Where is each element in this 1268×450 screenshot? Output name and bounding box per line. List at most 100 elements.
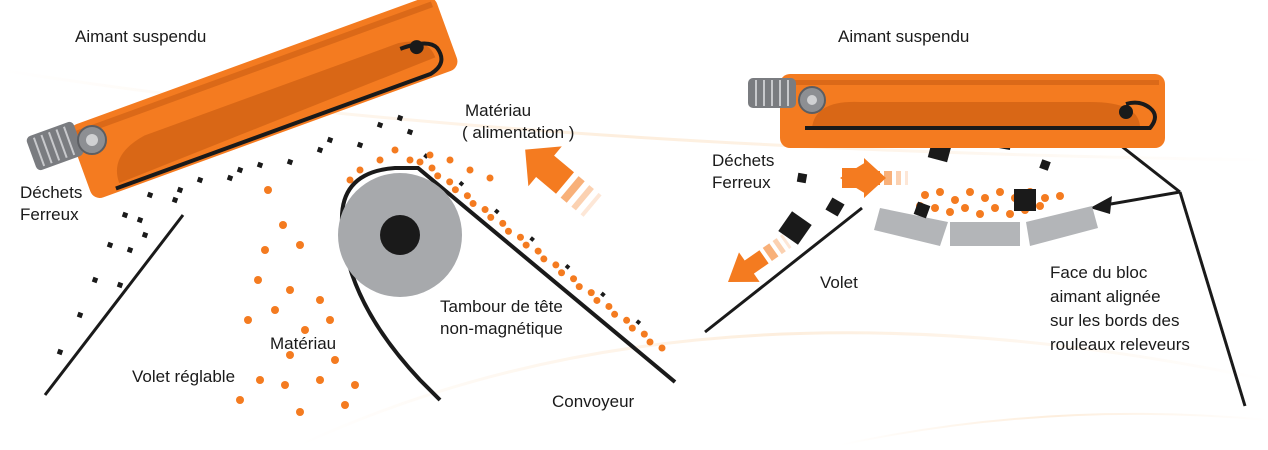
- ferrous-particle: [564, 263, 571, 270]
- ferrous-particle: [356, 141, 364, 149]
- face-label-line1: Face du bloc: [1050, 263, 1148, 282]
- ferrous-particle: [196, 176, 204, 184]
- material-particle: [640, 330, 648, 338]
- face-pointer-lines: [1090, 143, 1247, 407]
- material-particle: [466, 166, 474, 174]
- material-particle: [976, 210, 984, 218]
- left-material-on-belt: [346, 146, 666, 352]
- material-particle: [552, 261, 560, 269]
- material-particle: [346, 176, 354, 184]
- material-particle: [451, 186, 459, 194]
- motor-icon: [748, 78, 826, 114]
- material-particle: [921, 191, 929, 199]
- material-particle: [481, 206, 489, 214]
- ferrous-particle: [376, 121, 384, 129]
- ferrous-particle: [326, 136, 334, 144]
- ferrous-particle: [141, 231, 149, 239]
- right-material-particles: [916, 188, 1064, 218]
- ferrous-particle: [76, 311, 84, 319]
- ferrous-particle: [286, 158, 294, 166]
- right-ferrous-label-line1: Déchets: [712, 151, 775, 170]
- material-particle: [623, 316, 631, 324]
- material-particle: [558, 269, 566, 277]
- material-particle: [946, 208, 954, 216]
- material-particle: [540, 255, 548, 263]
- material-particle: [593, 296, 601, 304]
- material-particle: [376, 156, 384, 164]
- ferrous-particle: [146, 191, 154, 199]
- face-label-line2: aimant alignée: [1050, 287, 1161, 306]
- ferrous-particle: [176, 186, 184, 194]
- flow-arrow-icon: [525, 146, 602, 217]
- left-ferrous-debris: [56, 114, 414, 356]
- ferrous-particle: [256, 161, 264, 169]
- material-particle: [331, 356, 339, 364]
- material-label: Matériau: [270, 334, 337, 353]
- ferrous-particle: [493, 208, 500, 215]
- material-particle: [575, 283, 583, 291]
- right-suspended-magnet: [780, 74, 1165, 148]
- face-label-line4: rouleaux releveurs: [1050, 335, 1190, 354]
- ferrous-particle: [406, 128, 414, 136]
- ferrous-particle: [316, 146, 324, 154]
- material-particle: [499, 219, 507, 227]
- material-particle: [628, 324, 636, 332]
- material-particle: [1036, 202, 1044, 210]
- material-feed-label-line1: Matériau: [465, 101, 532, 120]
- non-magnetic-head-drum: [338, 173, 462, 297]
- material-particle: [469, 200, 477, 208]
- face-label-line3: sur les bords des: [1050, 311, 1180, 330]
- material-particle: [326, 316, 334, 324]
- material-particle: [316, 296, 324, 304]
- material-particle: [981, 194, 989, 202]
- ferrous-particle: [126, 246, 134, 254]
- drum-label-line2: non-magnétique: [440, 319, 563, 338]
- motor-icon: [26, 121, 107, 171]
- material-particle: [966, 188, 974, 196]
- flap-label: Volet: [820, 273, 858, 292]
- material-feed-label-line2: ( alimentation ): [462, 123, 575, 142]
- ferrous-particle: [56, 348, 64, 356]
- ferrous-particle: [396, 114, 404, 122]
- ferrous-particle: [106, 241, 114, 249]
- material-particle: [264, 186, 272, 194]
- material-particle: [996, 188, 1004, 196]
- material-particle: [296, 241, 304, 249]
- material-particle: [341, 401, 349, 409]
- idler-rollers: [874, 206, 1098, 246]
- material-particle: [605, 302, 613, 310]
- material-particle: [446, 178, 454, 186]
- adjustable-flap-label: Volet réglable: [132, 367, 236, 386]
- right-magnet-label: Aimant suspendu: [838, 27, 970, 46]
- material-particle: [931, 204, 939, 212]
- material-particle: [286, 351, 294, 359]
- ferrous-particle: [121, 211, 129, 219]
- material-particle: [504, 227, 512, 235]
- ferrous-particle: [236, 166, 244, 174]
- material-particle: [286, 286, 294, 294]
- material-particle: [534, 247, 542, 255]
- material-particle: [446, 156, 454, 164]
- right-ferrous-label-line2: Ferreux: [712, 173, 771, 192]
- material-particle: [254, 276, 262, 284]
- material-particle: [961, 204, 969, 212]
- material-particle: [434, 172, 442, 180]
- left-magnet-label: Aimant suspendu: [75, 27, 207, 46]
- ferrous-particle: [171, 196, 179, 204]
- material-particle: [646, 338, 654, 346]
- ferrous-particle: [136, 216, 144, 224]
- material-particle: [271, 306, 279, 314]
- ferrous-particle: [1039, 159, 1051, 171]
- material-particle: [487, 213, 495, 221]
- material-particle: [296, 408, 304, 416]
- material-particle: [406, 156, 414, 164]
- material-particle: [301, 326, 309, 334]
- material-particle: [391, 146, 399, 154]
- flap-line: [704, 206, 863, 334]
- ferrous-particle: [635, 319, 642, 325]
- adjustable-flap-line: [43, 214, 185, 396]
- material-particle: [991, 204, 999, 212]
- material-particle: [936, 188, 944, 196]
- left-material-particles: [236, 186, 359, 416]
